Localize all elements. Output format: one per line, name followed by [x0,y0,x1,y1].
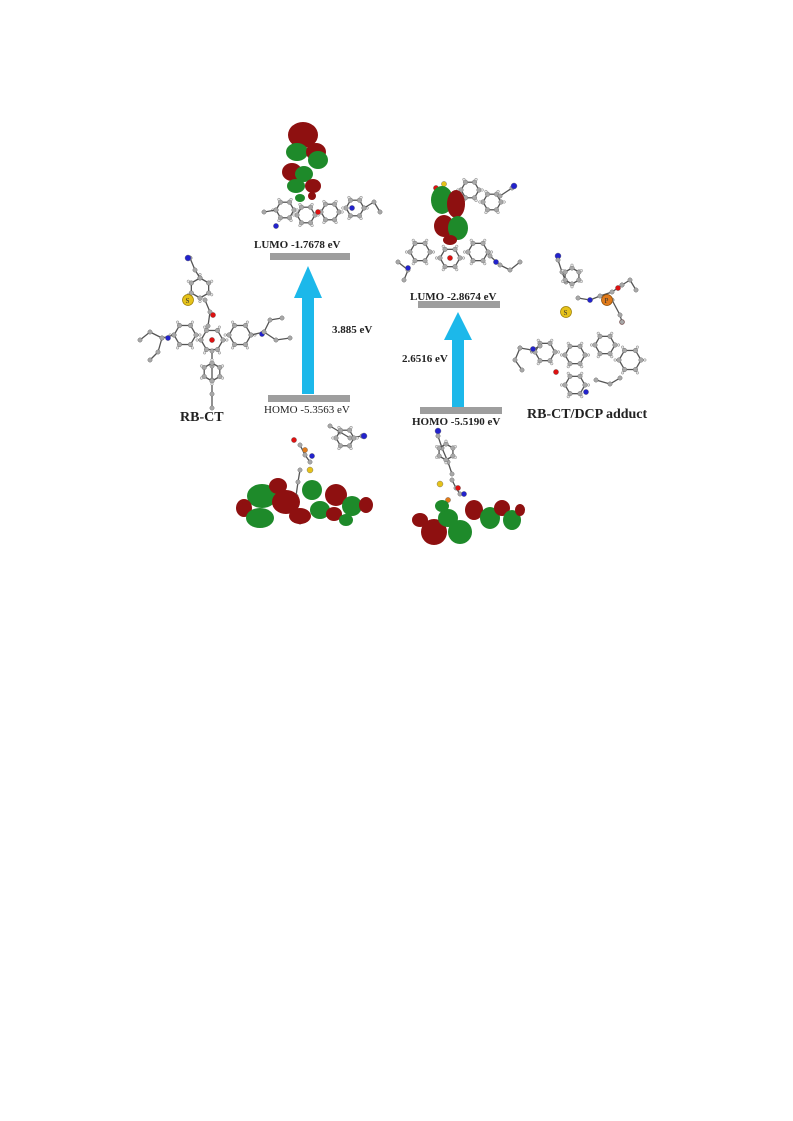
molecule-label-right: RB-CT/DCP adduct [527,407,648,422]
lumo-orbital-left [261,122,383,229]
lumo-orbital-right [395,177,523,283]
homo-orbital-right [412,427,525,545]
excitation-arrow-right [444,312,472,408]
sulfur-atom-label-left: S [186,297,190,305]
lumo-level-bar-left [270,253,350,260]
molecule-label-left: RB-CT [180,410,224,425]
homo-level-bar-left [268,395,350,402]
sulfur-atom-right [560,306,572,318]
rb-ct-molecule: S [137,254,293,411]
excitation-arrow-left [294,266,322,394]
sulfur-atom-left [182,294,194,306]
energy-gap-label-right: 2.6516 eV [402,353,448,365]
homo-energy-label-right: HOMO -5.5190 eV [412,416,500,428]
sulfur-atom-label-right: S [564,309,568,317]
lumo-energy-label-left: LUMO -1.7678 eV [254,239,341,251]
phosphorus-atom-label: P [605,297,609,305]
lumo-energy-label-right: LUMO -2.8674 eV [410,291,497,303]
rb-ct-dcp-adduct-molecule: S P [512,252,647,399]
homo-energy-label-left: HOMO -5.3563 eV [264,404,350,416]
phosphorus-atom [601,294,613,306]
homo-level-bar-right [420,407,502,414]
lumo-level-bar-right [418,301,500,308]
homo-orbital-left [236,423,373,528]
energy-gap-label-left: 3.885 eV [332,324,372,336]
